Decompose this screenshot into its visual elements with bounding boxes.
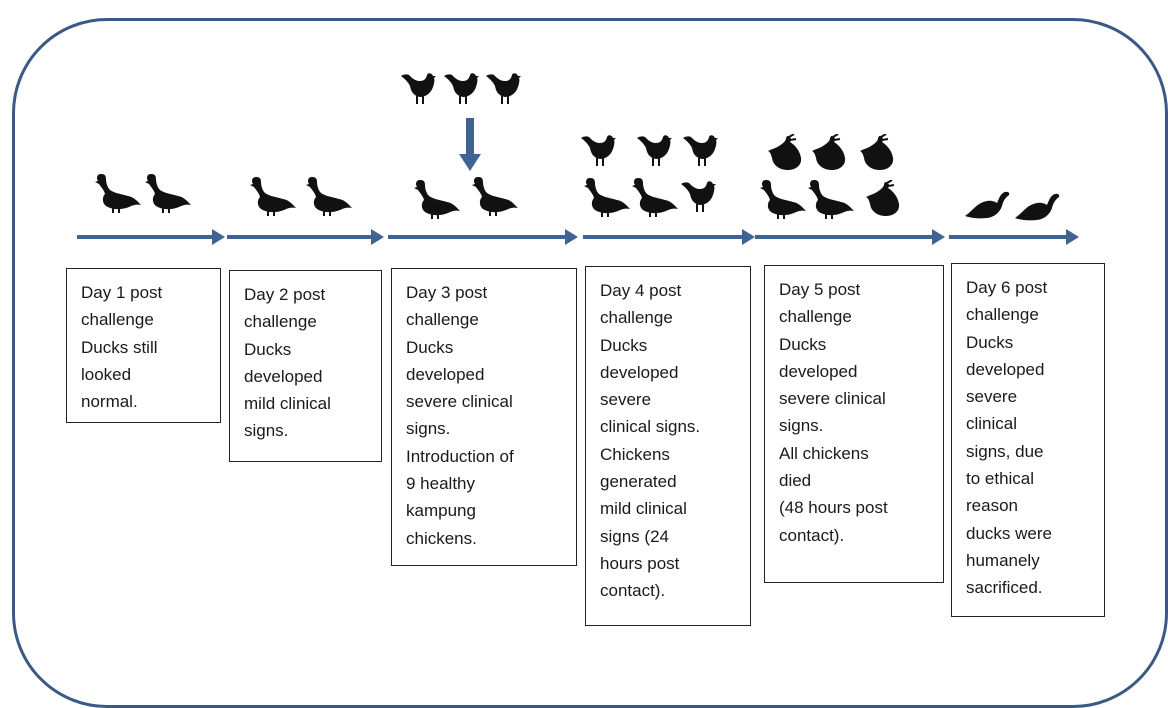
stage-text-line: looked	[81, 364, 132, 384]
stage-text-line: signs.	[779, 416, 824, 436]
timeline-arrow-6	[949, 229, 1079, 245]
stage-text-line: 9 healthy	[406, 474, 475, 494]
stage-box-day-2: Day 2 post challenge Ducks developed mil…	[229, 270, 382, 462]
dead-chicken-icon	[860, 134, 896, 172]
stage-text-line: Day 2 post	[244, 285, 326, 304]
stage-text-line: Day 4 post	[600, 281, 682, 300]
stage-text-line: clinical	[966, 414, 1018, 434]
stage-text-line: clinical signs.	[600, 417, 701, 437]
stage-text-line: to ethical	[966, 469, 1035, 489]
stage-text-line: sacrificed.	[966, 578, 1043, 598]
duck-silhouette-icon	[632, 176, 678, 218]
timeline-arrow-3	[388, 229, 578, 245]
duck-silhouette-icon	[145, 172, 191, 214]
stage-text-line: developed	[600, 362, 679, 382]
stage-text-line: Day 5 post	[779, 280, 861, 299]
stage-text-line: severe	[966, 387, 1018, 407]
stage-text-line: contact).	[779, 525, 845, 545]
stage-text-line: challenge	[779, 307, 852, 327]
stage-text-line: Day 3 post	[406, 283, 488, 302]
stage-text-line: signs.	[244, 421, 289, 441]
stage-text-line: signs (24	[600, 526, 669, 546]
duck-silhouette-icon	[472, 175, 518, 217]
stage-box-day-3: Day 3 post challenge Ducks developed sev…	[391, 268, 577, 566]
stage-text-line: challenge	[600, 308, 673, 328]
stage-text-line: Ducks	[406, 337, 454, 357]
stage-text-line: severe	[600, 390, 652, 410]
stage-text-line: contact).	[600, 581, 666, 601]
chicken-silhouette-icon	[443, 72, 479, 106]
stage-text-line: reason	[966, 496, 1018, 516]
duck-silhouette-icon	[250, 175, 296, 217]
dead-chicken-icon	[768, 134, 804, 172]
stage-text-line: (48 hours post	[779, 498, 888, 518]
duck-silhouette-icon	[760, 178, 806, 220]
down-arrow-icon	[459, 118, 481, 177]
stage-text-line: All chickens	[779, 443, 869, 463]
stage-text-line: Ducks	[966, 332, 1014, 352]
stage-text-line: ducks were	[966, 523, 1052, 543]
dead-duck-icon	[965, 190, 1011, 220]
stage-text-line: Day 6 post	[966, 278, 1048, 297]
chicken-silhouette-icon	[485, 72, 521, 106]
stage-text-line: kampung	[406, 501, 476, 521]
chicken-silhouette-icon	[400, 72, 436, 106]
chicken-silhouette-icon	[680, 180, 716, 214]
stage-text-line: severe clinical	[406, 392, 513, 412]
stage-text-line: died	[779, 471, 812, 491]
stage-box-day-4: Day 4 post challenge Ducks developed sev…	[585, 266, 751, 626]
stage-text-line: Introduction of	[406, 446, 514, 466]
dead-duck-icon	[1015, 192, 1061, 222]
stage-text-line: developed	[966, 359, 1045, 379]
stage-text-line: signs, due	[966, 441, 1044, 461]
stage-text-line: hours post	[600, 553, 680, 573]
stage-text-line: Ducks still	[81, 337, 158, 357]
stage-text-line: Ducks	[244, 339, 292, 359]
timeline-arrow-1	[77, 229, 225, 245]
stage-text-line: Ducks	[779, 334, 827, 354]
timeline-arrow-5	[755, 229, 945, 245]
chicken-silhouette-icon	[580, 134, 616, 168]
duck-silhouette-icon	[808, 178, 854, 220]
stage-box-day-6: Day 6 post challenge Ducks developed sev…	[951, 263, 1105, 617]
stage-text-line: developed	[406, 364, 485, 384]
stage-box-day-5: Day 5 post challenge Ducks developed sev…	[764, 265, 944, 583]
duck-silhouette-icon	[584, 176, 630, 218]
chicken-silhouette-icon	[636, 134, 672, 168]
duck-silhouette-icon	[414, 178, 460, 220]
stage-box-day-1: Day 1 post challenge Ducks still looked …	[66, 268, 221, 423]
dead-chicken-icon	[866, 180, 902, 218]
stage-text-line: humanely	[966, 550, 1040, 570]
stage-text-line: mild clinical	[600, 499, 687, 519]
stage-text-line: challenge	[81, 310, 154, 330]
stage-text-line: chickens.	[406, 528, 477, 548]
dead-chicken-icon	[812, 134, 848, 172]
stage-text-line: severe clinical	[779, 389, 886, 409]
stage-text-line: developed	[244, 366, 323, 386]
timeline-arrow-4	[583, 229, 755, 245]
chicken-silhouette-icon	[682, 134, 718, 168]
stage-text-line: Chickens	[600, 444, 670, 464]
duck-silhouette-icon	[306, 175, 352, 217]
stage-text-line: Ducks	[600, 335, 648, 355]
stage-text-line: normal.	[81, 392, 138, 412]
stage-text-line: signs.	[406, 419, 451, 439]
stage-text-line: mild clinical	[244, 394, 331, 414]
stage-text-line: generated	[600, 472, 677, 492]
duck-silhouette-icon	[95, 172, 141, 214]
stage-text-line: challenge	[406, 310, 479, 330]
timeline-arrow-2	[227, 229, 384, 245]
stage-text-line: Day 1 post	[81, 283, 163, 302]
stage-text-line: challenge	[244, 312, 317, 332]
stage-text-line: challenge	[966, 305, 1039, 325]
stage-text-line: developed	[779, 361, 858, 381]
